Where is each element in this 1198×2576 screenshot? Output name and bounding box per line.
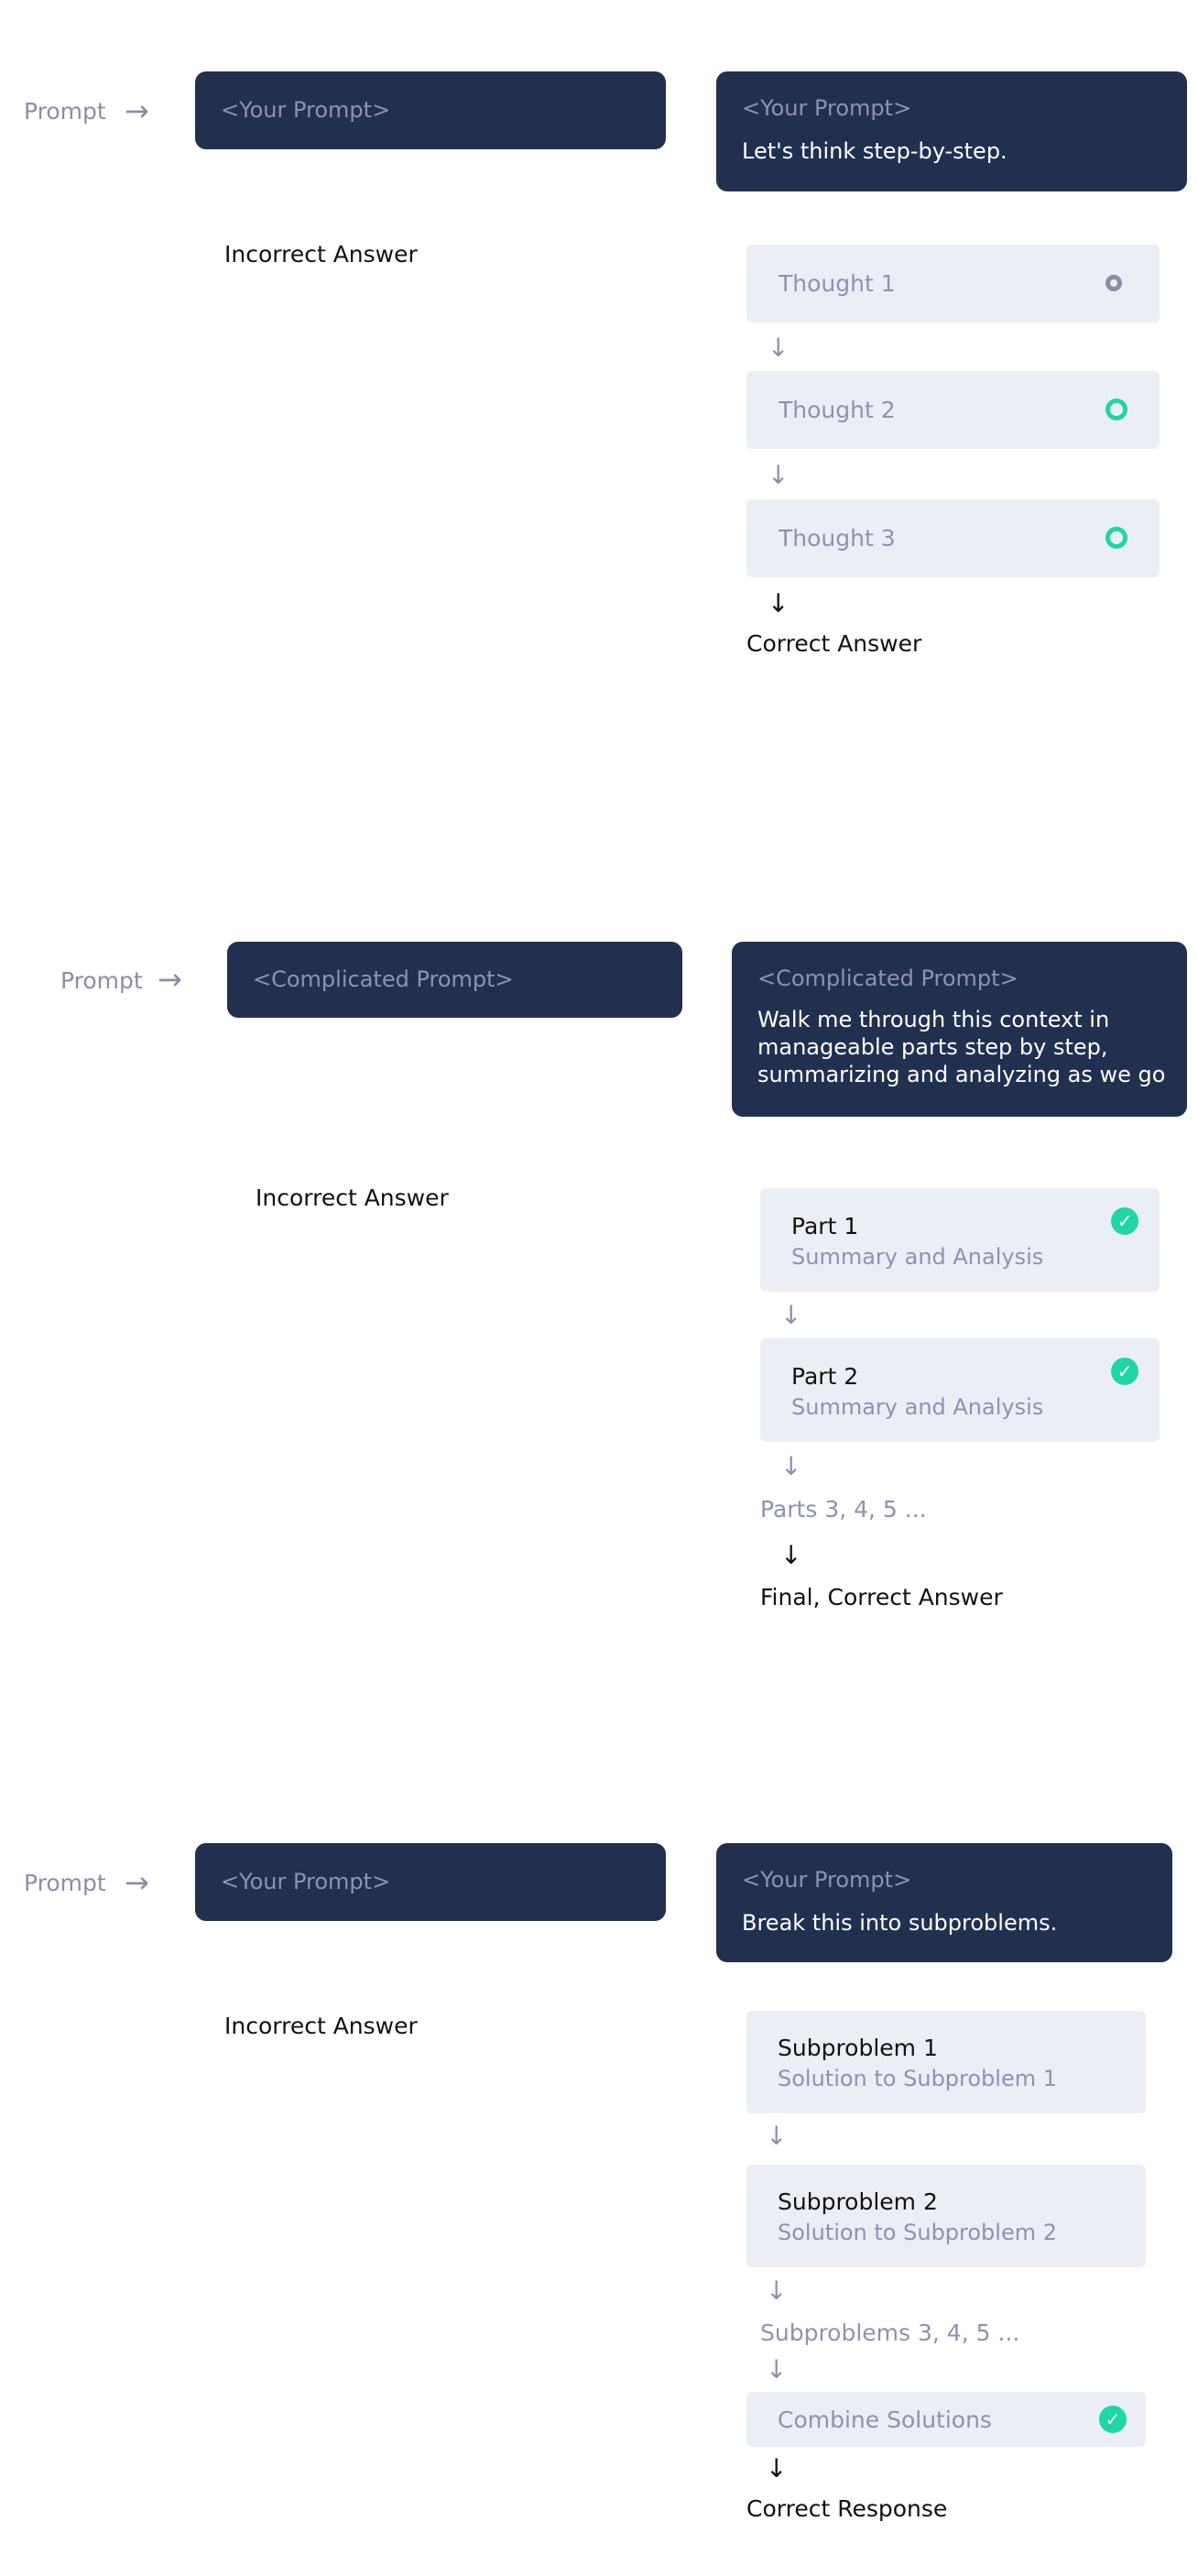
instruction-line: summarizing and analyzing as we go <box>757 1062 1166 1087</box>
subproblem-step-1: Subproblem 1 Solution to Subproblem 1 <box>746 2011 1146 2113</box>
check-icon: ✓ <box>1111 1207 1138 1235</box>
final-answer-label: Final, Correct Answer <box>760 1584 1003 1610</box>
down-arrow-icon: ↓ <box>768 588 790 618</box>
incorrect-answer-label: Incorrect Answer <box>224 2013 418 2039</box>
instruction-text: Break this into subproblems. <box>742 1910 1058 1936</box>
correct-answer-label: Correct Answer <box>746 630 922 657</box>
down-arrow-icon: ↓ <box>766 2354 788 2385</box>
arrow-right-icon: → <box>158 962 182 997</box>
thought-step-3: Thought 3 <box>746 499 1160 577</box>
part-step-1: Part 1 Summary and Analysis ✓ <box>760 1188 1160 1292</box>
instruction-line: manageable parts step by step, <box>757 1034 1108 1060</box>
part-title: Part 2 <box>791 1363 859 1390</box>
down-arrow-icon: ↓ <box>768 333 790 363</box>
prompt-text: <Your Prompt> <box>221 97 391 123</box>
prompt-label: Prompt <box>60 967 143 994</box>
down-arrow-icon: ↓ <box>780 1300 802 1330</box>
prompt-box-left: <Complicated Prompt> <box>227 942 682 1018</box>
prompt-box-left: <Your Prompt> <box>195 71 666 149</box>
combine-solutions-step: Combine Solutions ✓ <box>746 2392 1146 2447</box>
correct-response-label: Correct Response <box>746 2495 948 2522</box>
thought-step-1: Thought 1 <box>746 245 1160 322</box>
down-arrow-icon: ↓ <box>766 2121 788 2151</box>
subproblem-title: Subproblem 1 <box>778 2035 938 2061</box>
prompt-text: <Your Prompt> <box>221 1869 391 1894</box>
instruction-line: Walk me through this context in <box>757 1007 1110 1032</box>
down-arrow-icon: ↓ <box>766 2276 788 2306</box>
prompt-box-right: <Your Prompt> Let's think step-by-step. <box>716 71 1187 191</box>
down-arrow-icon: ↓ <box>768 460 790 490</box>
instruction-text: Let's think step-by-step. <box>742 138 1007 164</box>
thought-step-2: Thought 2 <box>746 371 1160 449</box>
part-title: Part 1 <box>791 1213 859 1239</box>
thought-label: Thought 3 <box>779 525 896 551</box>
subproblem-subtitle: Solution to Subproblem 2 <box>778 2220 1058 2245</box>
incorrect-answer-label: Incorrect Answer <box>224 241 418 267</box>
prompt-label: Prompt <box>24 1870 106 1896</box>
thought-label: Thought 2 <box>779 397 896 423</box>
subproblem-title: Subproblem 2 <box>778 2189 938 2215</box>
status-ring-icon <box>1105 527 1127 549</box>
more-subproblems-label: Subproblems 3, 4, 5 ... <box>760 2319 1020 2346</box>
prompt-text: <Your Prompt> <box>742 1867 912 1893</box>
status-ring-icon <box>1105 275 1122 291</box>
arrow-right-icon: → <box>125 1865 149 1900</box>
more-parts-label: Parts 3, 4, 5 ... <box>760 1496 927 1523</box>
part-subtitle: Summary and Analysis <box>791 1394 1044 1420</box>
status-ring-icon <box>1105 398 1127 420</box>
prompt-label: Prompt <box>24 98 106 125</box>
prompt-text: <Your Prompt> <box>742 95 912 121</box>
check-icon: ✓ <box>1099 2406 1127 2433</box>
down-arrow-icon: ↓ <box>780 1451 802 1481</box>
combine-label: Combine Solutions <box>778 2407 992 2433</box>
subproblem-subtitle: Solution to Subproblem 1 <box>778 2066 1058 2091</box>
check-icon: ✓ <box>1111 1358 1138 1385</box>
prompt-box-right: <Complicated Prompt> Walk me through thi… <box>732 942 1187 1117</box>
thought-label: Thought 1 <box>779 270 896 297</box>
prompt-text: <Complicated Prompt> <box>757 966 1018 991</box>
prompt-box-left: <Your Prompt> <box>195 1843 666 1921</box>
part-step-2: Part 2 Summary and Analysis ✓ <box>760 1338 1160 1442</box>
prompt-text: <Complicated Prompt> <box>253 966 514 992</box>
arrow-right-icon: → <box>125 93 149 128</box>
down-arrow-icon: ↓ <box>780 1540 802 1570</box>
prompt-box-right: <Your Prompt> Break this into subproblem… <box>716 1843 1172 1962</box>
part-subtitle: Summary and Analysis <box>791 1244 1044 1270</box>
down-arrow-icon: ↓ <box>766 2453 788 2483</box>
subproblem-step-2: Subproblem 2 Solution to Subproblem 2 <box>746 2165 1146 2267</box>
incorrect-answer-label: Incorrect Answer <box>256 1184 449 1211</box>
